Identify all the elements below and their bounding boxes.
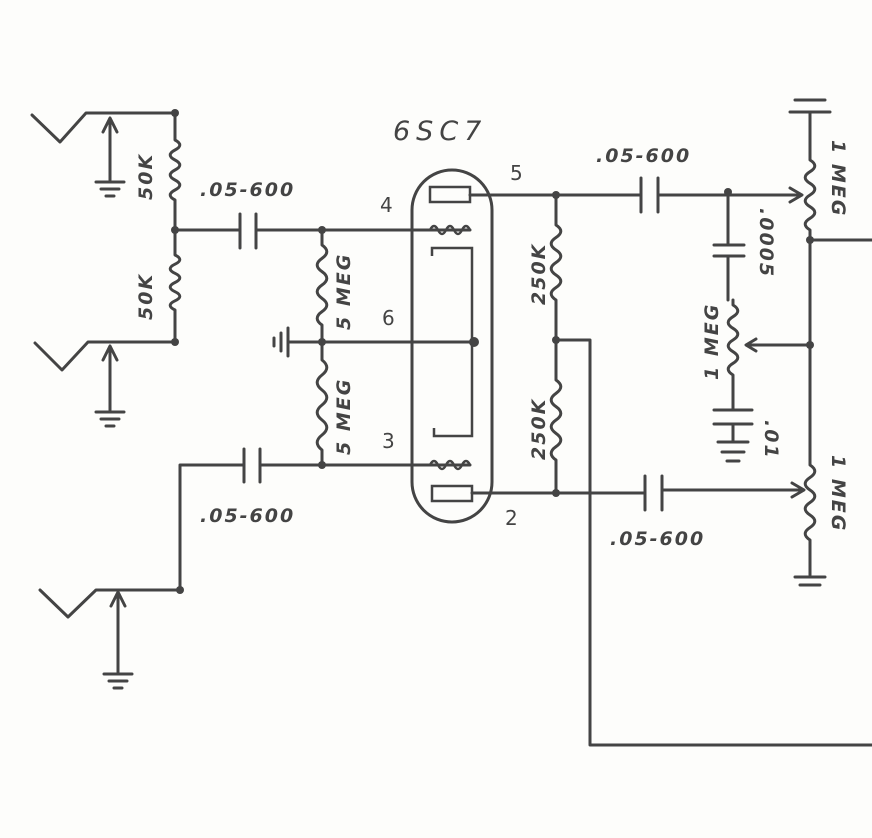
- label-r-grid-top: 5 MEG: [333, 253, 355, 330]
- resistor-250k-bottom: [549, 338, 563, 495]
- label-c-input-bottom: .05-600: [200, 505, 295, 527]
- grid-top: [428, 224, 472, 236]
- label-pot-top: 1 MEG: [827, 140, 849, 217]
- label-r-tone: 1 MEG: [701, 303, 723, 380]
- label-r-plate-bottom: 250K: [528, 398, 550, 460]
- label-r-plate-top: 250K: [528, 243, 550, 305]
- tube-6sc7: [410, 168, 494, 524]
- pin-3-label: 3: [382, 429, 395, 453]
- ground-icon: [102, 672, 134, 690]
- potentiometer-1meg-top: [803, 110, 817, 242]
- resistor-5meg-bottom: [315, 340, 329, 467]
- resistor-250k-top: [549, 193, 563, 342]
- ground-icon: [94, 180, 126, 198]
- resistor-5meg-top: [315, 228, 329, 344]
- label-r-grid-bottom: 5 MEG: [333, 378, 355, 455]
- label-pot-bottom: 1 MEG: [827, 455, 849, 532]
- label-c-tone: .0005: [755, 208, 777, 278]
- input-jack-1: [30, 111, 177, 182]
- ground-icon: [272, 326, 290, 358]
- input-jack-3: [38, 588, 182, 674]
- potentiometer-1meg-bottom: [803, 458, 817, 577]
- pin-5-label: 5: [510, 161, 523, 185]
- tube-type-label: 6SC7: [393, 116, 487, 147]
- resistor-50k-bottom: [168, 228, 182, 344]
- resistor-50k-top: [168, 111, 182, 232]
- label-c-out-top: .05-600: [596, 145, 691, 167]
- resistor-1meg-tone: [726, 298, 740, 412]
- label-r-input-bottom: 50K: [135, 273, 157, 320]
- pin-4-label: 4: [380, 193, 393, 217]
- pin-6-label: 6: [382, 306, 395, 330]
- ground-icon: [94, 410, 126, 428]
- label-c-input-top: .05-600: [200, 179, 295, 201]
- label-c-tone-bypass: .01: [760, 420, 782, 460]
- grid-bottom: [428, 459, 472, 471]
- label-r-input-top: 50K: [135, 153, 157, 200]
- junctions: [171, 109, 814, 594]
- label-c-out-bottom: .05-600: [610, 528, 705, 550]
- input-jack-2: [33, 340, 177, 412]
- pin-2-label: 2: [505, 506, 518, 530]
